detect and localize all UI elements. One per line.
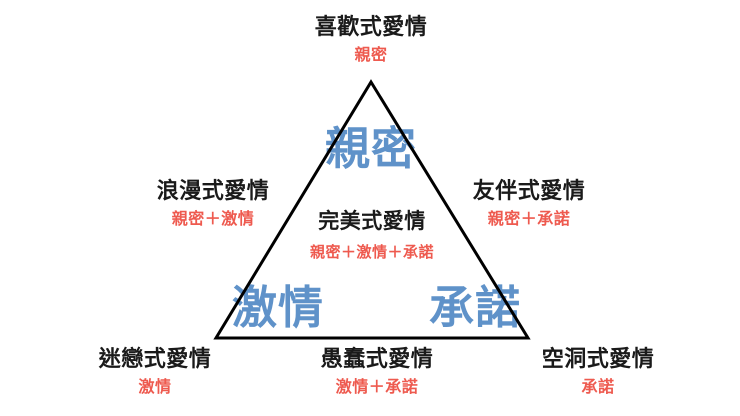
node-consummate-love-formula: 親密＋激情＋承諾 — [309, 244, 435, 261]
node-fatuous-love-title: 愚蠢式愛情 — [320, 346, 434, 371]
node-romantic-love-formula: 親密＋激情 — [171, 211, 255, 228]
node-liking: 喜歡式愛情 親密 — [315, 14, 428, 67]
component-label-commitment: 承諾 — [428, 282, 522, 333]
component-label-passion: 激情 — [231, 282, 325, 333]
node-companionate-love-formula: 親密＋承諾 — [487, 211, 571, 228]
node-infatuation-title: 迷戀式愛情 — [98, 346, 212, 371]
node-romantic-love-title: 浪漫式愛情 — [156, 178, 270, 203]
node-consummate-love: 完美式愛情 親密＋激情＋承諾 — [310, 209, 434, 264]
node-infatuation: 迷戀式愛情 激情 — [99, 346, 212, 399]
node-romantic-love: 浪漫式愛情 親密＋激情 — [157, 178, 270, 231]
node-infatuation-formula: 激情 — [138, 379, 172, 396]
node-companionate-love: 友伴式愛情 親密＋承諾 — [473, 178, 586, 231]
component-label-intimacy: 親密 — [324, 123, 418, 174]
node-empty-love-formula: 承諾 — [581, 379, 615, 396]
node-liking-title: 喜歡式愛情 — [314, 14, 428, 39]
node-empty-love-title: 空洞式愛情 — [541, 346, 655, 371]
node-consummate-love-title: 完美式愛情 — [318, 210, 426, 233]
node-companionate-love-title: 友伴式愛情 — [472, 178, 586, 203]
node-liking-formula: 親密 — [354, 47, 388, 64]
node-fatuous-love: 愚蠢式愛情 激情＋承諾 — [321, 346, 434, 399]
node-empty-love: 空洞式愛情 承諾 — [542, 346, 655, 399]
node-fatuous-love-formula: 激情＋承諾 — [335, 379, 419, 396]
